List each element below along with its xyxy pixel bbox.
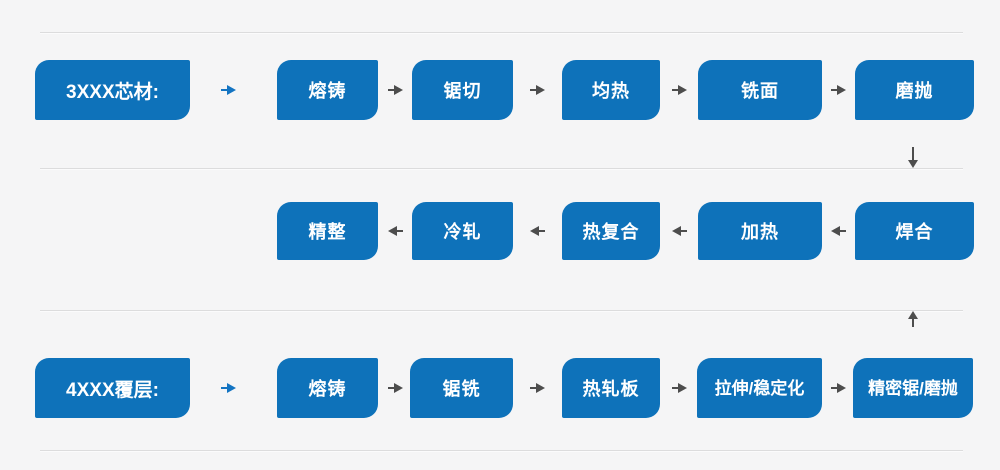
row2-step-box: 焊合 xyxy=(855,202,974,260)
left-arrow-icon xyxy=(530,226,545,236)
row2-step-box: 冷轧 xyxy=(412,202,513,260)
row3-step-box: 精密锯/磨抛 xyxy=(853,358,973,418)
right-arrow-icon xyxy=(221,383,236,393)
right-arrow-icon xyxy=(388,383,403,393)
row3-step-box: 熔铸 xyxy=(277,358,378,418)
right-arrow-icon xyxy=(672,383,687,393)
row1-step-box: 铣面 xyxy=(698,60,822,120)
right-arrow-icon xyxy=(221,85,236,95)
row3-step-box: 热轧板 xyxy=(562,358,660,418)
left-arrow-icon xyxy=(388,226,403,236)
row3-label-box: 4XXX覆层: xyxy=(35,358,190,418)
row3-step-box: 拉伸/稳定化 xyxy=(697,358,822,418)
up-arrow-icon xyxy=(908,311,918,327)
right-arrow-icon xyxy=(672,85,687,95)
divider-line xyxy=(40,168,963,170)
row1-label-box: 3XXX芯材: xyxy=(35,60,190,120)
row2-step-box: 精整 xyxy=(277,202,378,260)
row3-step-box: 锯铣 xyxy=(410,358,513,418)
left-arrow-icon xyxy=(831,226,846,236)
left-arrow-icon xyxy=(672,226,687,236)
right-arrow-icon xyxy=(530,383,545,393)
right-arrow-icon xyxy=(831,383,846,393)
right-arrow-icon xyxy=(530,85,545,95)
divider-line xyxy=(40,450,963,452)
row1-step-box: 均热 xyxy=(562,60,660,120)
row2-step-box: 加热 xyxy=(698,202,822,260)
divider-line xyxy=(40,32,963,34)
row1-step-box: 磨抛 xyxy=(855,60,974,120)
row2-step-box: 热复合 xyxy=(562,202,660,260)
right-arrow-icon xyxy=(388,85,403,95)
divider-line xyxy=(40,310,963,312)
row1-step-box: 锯切 xyxy=(412,60,513,120)
row1-step-box: 熔铸 xyxy=(277,60,378,120)
right-arrow-icon xyxy=(831,85,846,95)
down-arrow-icon xyxy=(908,147,918,168)
